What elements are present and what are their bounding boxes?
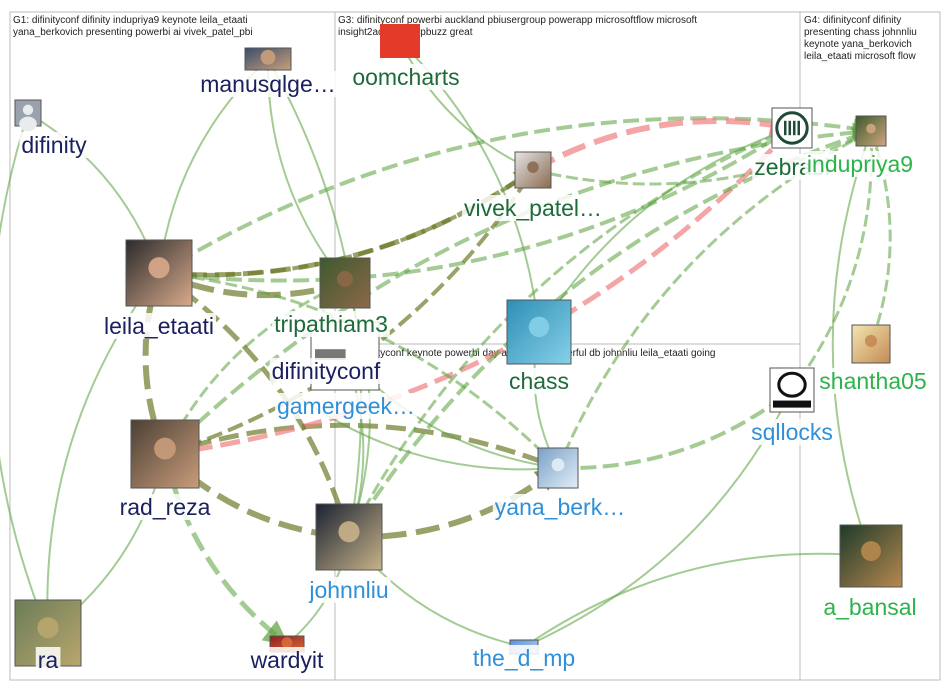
node-rad_reza[interactable]: rad_reza	[117, 419, 213, 520]
node-label-bg-difinityconf	[269, 358, 383, 384]
edge-johnnliu-to-yana_berkovich	[348, 465, 560, 541]
node-vivek_patel[interactable]: vivek_patel…	[461, 151, 605, 221]
group-box-g1	[9, 11, 336, 681]
edge-yana_berkovich-to-sqllocks	[557, 388, 794, 471]
node-johnnliu[interactable]: johnnliu	[306, 503, 391, 603]
node-label-yana_berkovich: yana_berk…	[495, 494, 625, 520]
node-label-bg-oomcharts	[350, 64, 462, 90]
node-tripathiam3[interactable]: tripathiam3	[272, 257, 390, 337]
edge-chass-to-zebrabi	[538, 126, 793, 333]
node-gamergeek[interactable]: gamergeek…	[274, 393, 418, 419]
avatar-photo-icon	[244, 47, 292, 71]
avatar-photo-icon	[506, 299, 572, 365]
node-shantha05[interactable]: shantha05	[817, 324, 929, 394]
node-label-oomcharts: oomcharts	[352, 64, 459, 90]
node-label-bg-indupriya9	[804, 151, 916, 177]
node-label-chass: chass	[509, 368, 569, 394]
avatar-photo-icon	[319, 257, 371, 309]
edge-vivek_patel-to-indupriya9	[532, 129, 873, 186]
node-manusqlgeek[interactable]: manusqlge…	[198, 47, 338, 97]
edge-leila_etaati-to-johnnliu	[157, 270, 354, 539]
node-label-bg-sqllocks	[749, 419, 835, 445]
node-difinity[interactable]: difinity	[14, 99, 90, 158]
node-label-bg-wardyit	[247, 647, 327, 673]
node-difinityconf[interactable]: difinityconf	[269, 321, 383, 391]
group-box-g4	[799, 11, 941, 681]
node-label-manusqlgeek: manusqlge…	[200, 71, 336, 97]
default-user-icon	[14, 99, 42, 132]
edge-leila_etaati-to-indupriya9	[157, 116, 873, 275]
edge-leila_etaati-to-zebrabi	[158, 126, 794, 283]
node-label-bg-yana_berkovich	[492, 494, 628, 520]
zebrabi-logo-icon	[771, 107, 813, 149]
group-caption-g4: G4: difinityconf difinity presenting cha…	[804, 15, 920, 62]
edge-vivek_patel-to-zebrabi	[531, 112, 795, 173]
node-label-indupriya9: indupriya9	[807, 151, 913, 177]
node-label-bg-a_bansal	[821, 594, 919, 620]
group-caption-g1: G1: difinityconf difinity indupriya9 key…	[13, 15, 253, 38]
node-oomcharts[interactable]: oomcharts	[350, 24, 462, 90]
node-yana_berkovich[interactable]: yana_berk…	[492, 447, 628, 520]
node-label-bg-shantha05	[817, 368, 929, 394]
edge-johnnliu-to-indupriya9	[347, 127, 873, 539]
node-label-bg-tripathiam3	[272, 311, 390, 337]
node-wardyit[interactable]: wardyit	[247, 635, 327, 673]
avatar-photo-icon	[851, 324, 891, 364]
edge-difinity-to-ra	[0, 112, 50, 634]
node-label-bg-gamergeek	[274, 393, 418, 419]
avatar-photo-icon	[855, 115, 887, 147]
node-label-tripathiam3: tripathiam3	[274, 311, 388, 337]
node-label-bg-chass	[506, 368, 572, 394]
node-label-bg-difinity	[19, 132, 90, 158]
node-indupriya9[interactable]: indupriya9	[804, 115, 916, 177]
node-label-johnnliu: johnnliu	[308, 577, 388, 603]
red-logo-icon	[380, 24, 420, 58]
edge-indupriya9-to-a_bansal	[831, 130, 873, 557]
node-label-bg-the_d_mp	[470, 645, 578, 671]
node-label-bg-leila_etaati	[102, 313, 216, 339]
node-ra[interactable]: ra	[14, 599, 82, 673]
node-label-gamergeek: gamergeek…	[277, 393, 415, 419]
node-label-bg-johnnliu	[306, 577, 391, 603]
node-label-vivek_patel: vivek_patel…	[464, 195, 602, 221]
node-label-bg-vivek_patel	[461, 195, 605, 221]
node-label-the_d_mp: the_d_mp	[473, 645, 575, 671]
avatar-photo-icon	[514, 151, 552, 189]
sqllocks-logo-icon	[769, 367, 815, 413]
node-sqllocks[interactable]: sqllocks	[749, 367, 835, 445]
node-label-bg-manusqlgeek	[198, 71, 338, 97]
avatar-photo-icon	[315, 503, 383, 571]
node-the_d_mp[interactable]: the_d_mp	[470, 639, 578, 671]
node-label-difinityconf: difinityconf	[272, 358, 381, 384]
edge-the_d_mp-to-a_bansal	[523, 550, 872, 648]
node-label-leila_etaati: leila_etaati	[104, 313, 214, 339]
node-label-a_bansal: a_bansal	[823, 594, 916, 620]
nodes-layer: manusqlge… difinity leila_etaati rad_rezara…	[14, 24, 929, 673]
edge-oomcharts-to-vivek_patel	[399, 40, 534, 171]
avatar-photo-icon	[537, 447, 579, 489]
avatar-photo-icon	[839, 524, 903, 588]
node-a_bansal[interactable]: a_bansal	[821, 524, 919, 620]
edge-rad_reza-to-tripathiam3	[163, 281, 347, 455]
node-label-bg-ra	[35, 647, 61, 673]
node-label-rad_reza: rad_reza	[120, 494, 211, 520]
avatar-photo-icon	[125, 239, 193, 307]
node-label-ra: ra	[38, 647, 59, 673]
edge-zebrabi-to-johnnliu	[347, 126, 793, 539]
node-label-bg-rad_reza	[117, 494, 213, 520]
node-label-shantha05: shantha05	[819, 368, 926, 394]
node-label-wardyit: wardyit	[250, 647, 324, 673]
avatar-photo-icon	[130, 419, 200, 489]
node-label-difinity: difinity	[21, 132, 87, 158]
node-label-sqllocks: sqllocks	[751, 419, 833, 445]
node-leila_etaati[interactable]: leila_etaati	[102, 239, 216, 339]
node-chass[interactable]: chass	[506, 299, 572, 394]
edge-rad_reza-to-indupriya9	[163, 122, 873, 456]
